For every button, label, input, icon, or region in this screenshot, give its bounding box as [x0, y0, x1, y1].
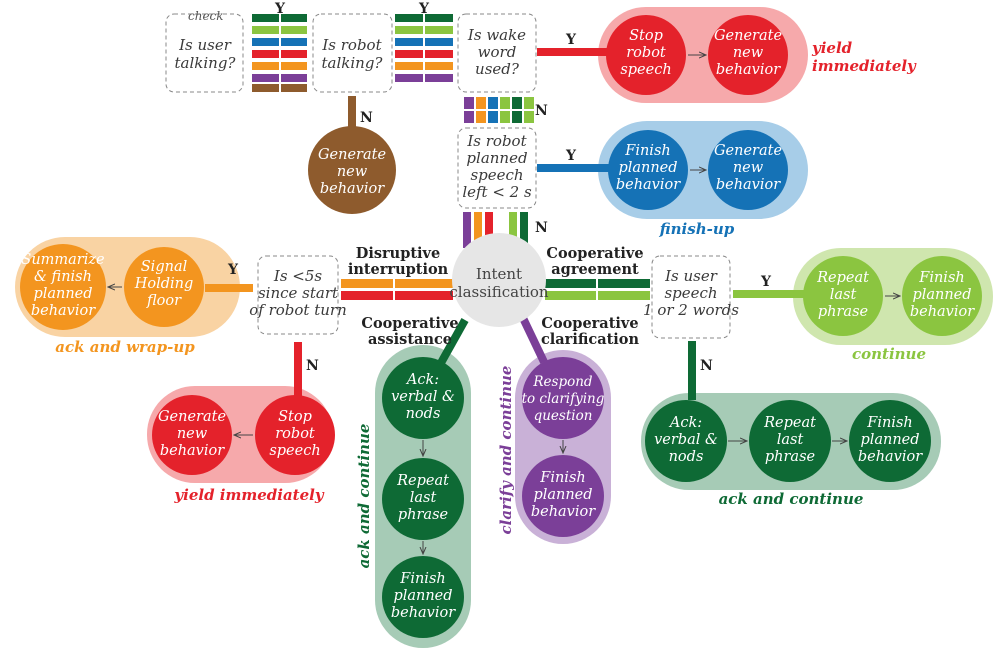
tag-ack-continue-right: ack and continue — [719, 490, 864, 508]
yes-label-since-start: Y — [227, 262, 239, 278]
node-repeat-last-phrase-vertical — [382, 458, 464, 540]
node-generate-new-behavior-brown — [308, 126, 396, 214]
question-box-user-words — [651, 255, 731, 339]
no-label-since-start: N — [306, 358, 319, 374]
yes-label-1: Y — [274, 1, 286, 17]
connector-clarification — [519, 316, 548, 364]
node-finish-planned-behavior-blue — [608, 130, 688, 210]
node-summarize-finish — [20, 244, 106, 330]
node-generate-new-behavior-blue — [708, 130, 788, 210]
stripes-agreement — [545, 276, 650, 302]
question-box-user-talking — [165, 13, 244, 93]
label-ack-vertical: Ack:verbal &nods — [391, 372, 455, 422]
tag-finish-up: finish-up — [659, 220, 735, 238]
tag-ack-continue-vertical: ack and continue — [355, 424, 373, 569]
no-label-wake: N — [535, 103, 548, 119]
stripes-above-center — [463, 212, 528, 248]
no-label-user-words: N — [700, 358, 713, 374]
node-generate-new-behavior-top — [708, 15, 788, 95]
tag-yield-bottom: yield immediately — [173, 486, 324, 504]
intent-classification-circle — [452, 233, 546, 327]
yes-label-2: Y — [418, 1, 430, 17]
node-signal-holding-floor — [124, 247, 204, 327]
stripes-between-q1-q2 — [252, 8, 307, 92]
node-repeat-last-phrase-lightgreen — [803, 256, 883, 336]
node-ack-verbal-nods-right — [645, 400, 727, 482]
question-box-planned-left — [457, 127, 537, 209]
node-stop-robot-speech-top — [606, 15, 686, 95]
stripes-under-wake-word — [462, 97, 536, 123]
tag-continue: continue — [852, 345, 926, 363]
tag-clarify-continue: clarify and continue — [497, 366, 515, 535]
node-finish-planned-behavior-lightgreen — [902, 256, 982, 336]
node-repeat-last-phrase-right — [749, 400, 831, 482]
question-box-since-start — [257, 255, 339, 335]
node-respond-clarifying — [522, 357, 604, 439]
node-generate-new-behavior-bottom — [152, 395, 232, 475]
node-finish-planned-behavior-purple — [522, 455, 604, 537]
stripes-disruptive — [341, 276, 453, 302]
yes-label-wake: Y — [565, 32, 577, 48]
yes-label-planned: Y — [565, 148, 577, 164]
check-label: check — [188, 9, 224, 23]
no-label-planned: N — [535, 220, 548, 236]
node-ack-verbal-nods-vertical — [382, 357, 464, 439]
no-label-robot-talking: N — [360, 110, 373, 126]
question-box-wake-word — [457, 13, 537, 93]
question-box-robot-talking — [312, 13, 393, 93]
node-arrows — [108, 55, 900, 554]
label-ack-right: Ack:verbal &nods — [654, 415, 718, 465]
node-stop-robot-speech-bottom — [255, 395, 335, 475]
tag-ack-wrap-up: ack and wrap-up — [55, 338, 195, 356]
yes-label-user-words: Y — [760, 274, 772, 290]
node-finish-planned-behavior-right — [849, 400, 931, 482]
stripes-between-q2-q3 — [395, 8, 453, 82]
node-finish-planned-behavior-vertical — [382, 556, 464, 638]
